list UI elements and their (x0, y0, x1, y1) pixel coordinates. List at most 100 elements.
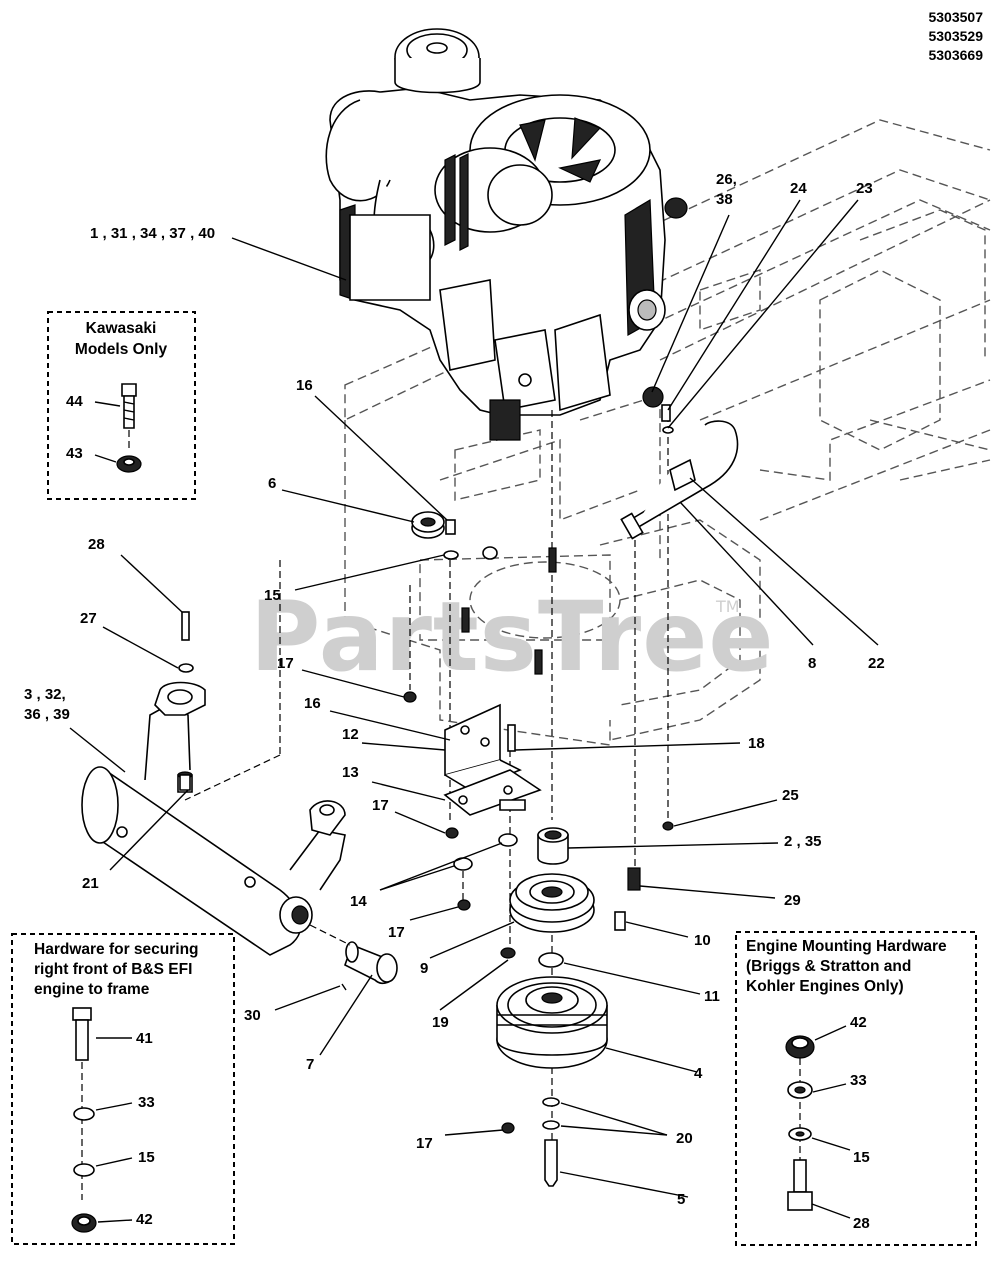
part-number-1: 5303507 (928, 9, 983, 25)
callout-17a: 17 (277, 655, 294, 672)
stud-top-icon (548, 547, 557, 573)
nut-17b-icon (445, 827, 459, 839)
kawasaki-box-title-2: Models Only (75, 341, 168, 358)
washer-15-icon (443, 550, 459, 560)
callout-21: 21 (82, 875, 99, 892)
callout-13: 13 (342, 764, 359, 781)
bolt-44-head (121, 383, 137, 397)
bolt-28-icon (181, 611, 190, 641)
mount-brackets (443, 703, 542, 816)
callout-10: 10 (694, 932, 711, 949)
engine-callout-15: 15 (853, 1149, 870, 1166)
efi-box-title-1: Hardware for securing (34, 941, 199, 958)
bolt-41-shank-icon (75, 1019, 89, 1061)
callout-15: 15 (264, 587, 281, 604)
callout-7: 7 (306, 1056, 314, 1073)
part-2-bushing (537, 827, 569, 865)
washer-20a-icon (542, 1097, 560, 1107)
callout-38: 38 (716, 191, 733, 208)
callout-16b: 16 (304, 695, 321, 712)
stud-left-icon (461, 607, 470, 633)
callout-30: 30 (244, 1007, 261, 1024)
kawasaki-box-title-1: Kawasaki (86, 320, 157, 337)
callout-12: 12 (342, 726, 359, 743)
nut-19-icon (500, 947, 516, 959)
clamp-22-icon (669, 458, 696, 492)
callout-5: 5 (677, 1191, 685, 1208)
key-10-icon (614, 911, 626, 931)
callout-11: 11 (704, 988, 720, 1005)
callout-14: 14 (350, 893, 367, 910)
gasket-21-icon (179, 774, 191, 791)
engine-illustration (325, 28, 688, 441)
efi-hardware-box: Hardware for securing right front of B&S… (11, 933, 235, 1245)
engine-box-title-1: Engine Mounting Hardware (746, 938, 947, 955)
callout-17b: 17 (372, 797, 389, 814)
leader-lines (69, 199, 879, 1198)
part-8-hose (620, 420, 739, 540)
callout-16a: 16 (296, 377, 313, 394)
callout-1: 1 , 31 , 34 , 37 , 40 (90, 225, 215, 242)
bolt-28-box-shank-icon (793, 1159, 807, 1193)
engine-callout-42: 42 (850, 1014, 867, 1031)
callout-18: 18 (748, 735, 765, 752)
muffler-illustration (81, 681, 346, 956)
part-9-pulley (509, 873, 595, 933)
engine-box-title-3: Kohler Engines Only) (746, 978, 904, 995)
small-hardware (178, 386, 674, 1187)
bolt-5-icon (544, 1139, 558, 1187)
nut-25-icon (662, 821, 674, 831)
efi-callout-41: 41 (136, 1030, 153, 1047)
efi-callout-42: 42 (136, 1211, 153, 1228)
callout-23: 23 (856, 180, 873, 197)
callout-29: 29 (784, 892, 801, 909)
part-number-2: 5303529 (928, 28, 983, 44)
engine-box-title-2: (Briggs & Stratton and (746, 958, 911, 975)
tailpipe-illustration (309, 924, 398, 985)
engine-mounting-hardware-box: Engine Mounting Hardware (Briggs & Strat… (735, 931, 977, 1246)
part-4-clutch (496, 976, 608, 1069)
nut-17d-icon (501, 1122, 515, 1134)
callout-8: 8 (808, 655, 816, 672)
clip-30-icon (341, 983, 347, 991)
callout-20: 20 (676, 1130, 693, 1147)
bolt-29-icon (627, 867, 641, 891)
bolt-41-head-icon (72, 1007, 92, 1021)
part-number-3: 5303669 (928, 47, 983, 63)
bolt-16a-icon (445, 519, 456, 535)
part-6-bushing (411, 511, 445, 539)
efi-box-title-2: right front of B&S EFI (34, 961, 192, 978)
callout-43: 43 (66, 445, 83, 462)
watermark: PartsTree TM (250, 581, 774, 693)
callout-9: 9 (420, 960, 428, 977)
nut-icon (482, 546, 498, 560)
callout-3a: 3 , 32, (24, 686, 66, 703)
part-14-spacers (453, 833, 518, 871)
engine-callout-33: 33 (850, 1072, 867, 1089)
callout-labels: 1 , 31 , 34 , 37 , 40 26, 38 24 23 16 6 … (24, 171, 885, 1208)
callout-2: 2 , 35 (784, 833, 822, 850)
callout-17c: 17 (388, 924, 405, 941)
washer-15-box-icon (73, 1163, 95, 1177)
callout-28: 28 (88, 536, 105, 553)
callout-27: 27 (80, 610, 97, 627)
washer-27-icon (178, 663, 194, 673)
stud-mid-icon (534, 649, 543, 675)
watermark-text: PartsTree (250, 581, 774, 693)
callout-19: 19 (432, 1014, 449, 1031)
efi-box-title-3: engine to frame (34, 981, 150, 998)
washer-20b-icon (542, 1120, 560, 1130)
washer-11-icon (538, 952, 564, 968)
callout-22: 22 (868, 655, 885, 672)
callout-44: 44 (66, 393, 83, 410)
callout-24: 24 (790, 180, 807, 197)
callout-26: 26, (716, 171, 737, 188)
engine-callout-28: 28 (853, 1215, 870, 1232)
efi-callout-15: 15 (138, 1149, 155, 1166)
callout-25: 25 (782, 787, 799, 804)
efi-callout-33: 33 (138, 1094, 155, 1111)
bolt-26-icon (661, 404, 671, 422)
nut-17a-icon (403, 691, 417, 703)
watermark-tm: TM (715, 597, 740, 616)
